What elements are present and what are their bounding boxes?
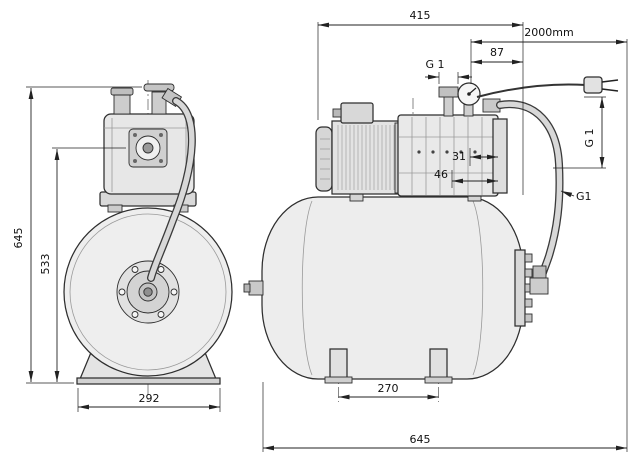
- side-dimensions: 415 2000mm 87 G 1 31 46 G 1 G1 270: [262, 9, 628, 452]
- dim-tank-port-label: G1: [576, 190, 592, 203]
- port-bolts: [133, 133, 163, 163]
- housing-bands: [399, 136, 497, 174]
- pump-end-cap: [492, 118, 508, 194]
- dim-offset-46-label: 46: [434, 168, 448, 181]
- terminal-box: [340, 102, 374, 124]
- tank-rim: [69, 213, 227, 371]
- dim-height-total-label: 645: [12, 228, 25, 249]
- tank-flange-front: [116, 260, 180, 324]
- tank-end-contours: [301, 200, 484, 376]
- tank-side: [261, 196, 524, 380]
- ext-line: [438, 72, 459, 84]
- fan-grille: [320, 138, 330, 180]
- front-view: 645 533 292: [12, 80, 233, 412]
- dim-height-inlet-label: 533: [39, 254, 52, 275]
- tank-valve: [248, 280, 264, 296]
- tank-feet: [324, 348, 453, 384]
- plug-prongs: [601, 79, 619, 92]
- dim-offset-31-label: 31: [452, 150, 466, 163]
- pump-housing: [397, 114, 499, 197]
- tank-port-leader: [560, 190, 575, 198]
- tank-valve-cap: [243, 283, 251, 293]
- dim-length-total-label: 645: [410, 433, 431, 446]
- suction-port-center: [142, 142, 154, 154]
- stand-base: [76, 377, 221, 385]
- flange-port: [143, 287, 153, 297]
- hose-elbow: [529, 265, 549, 295]
- housing-dots: [417, 150, 477, 154]
- dim-base-width-label: 292: [139, 392, 160, 405]
- power-plug: [583, 76, 619, 94]
- dim-cable-length-label: 2000mm: [524, 26, 573, 39]
- front-dimensions: 645 533 292: [12, 86, 221, 412]
- tank-flange-side: [514, 249, 533, 327]
- dim-feet-spacing-label: 270: [378, 382, 399, 395]
- fill-plug-front: [113, 93, 131, 115]
- flex-hose-front: [147, 97, 196, 282]
- dim-discharge-port-label: G 1: [583, 128, 596, 147]
- dim-fill-port-label: G 1: [425, 58, 444, 71]
- fill-plug-cap: [110, 87, 134, 96]
- motor-fins: [337, 125, 395, 190]
- power-cable: [476, 83, 587, 98]
- dim-gauge-offset-label: 87: [490, 46, 504, 59]
- pump-mount-left: [107, 204, 123, 213]
- side-view: 415 2000mm 87 G 1 31 46 G 1 G1 270: [243, 9, 628, 452]
- pressure-gauge: [457, 82, 481, 117]
- pump-front: [99, 83, 197, 213]
- pump-side: [315, 82, 508, 197]
- fill-port-neck: [443, 95, 454, 117]
- fill-port: [438, 86, 459, 98]
- dim-width-top-label: 415: [410, 9, 431, 22]
- stage-lines: [411, 117, 483, 195]
- cable-gland: [332, 108, 342, 118]
- feet-centerlines: [338, 330, 439, 402]
- valve-handle: [143, 83, 175, 92]
- flange-bolts: [118, 266, 178, 318]
